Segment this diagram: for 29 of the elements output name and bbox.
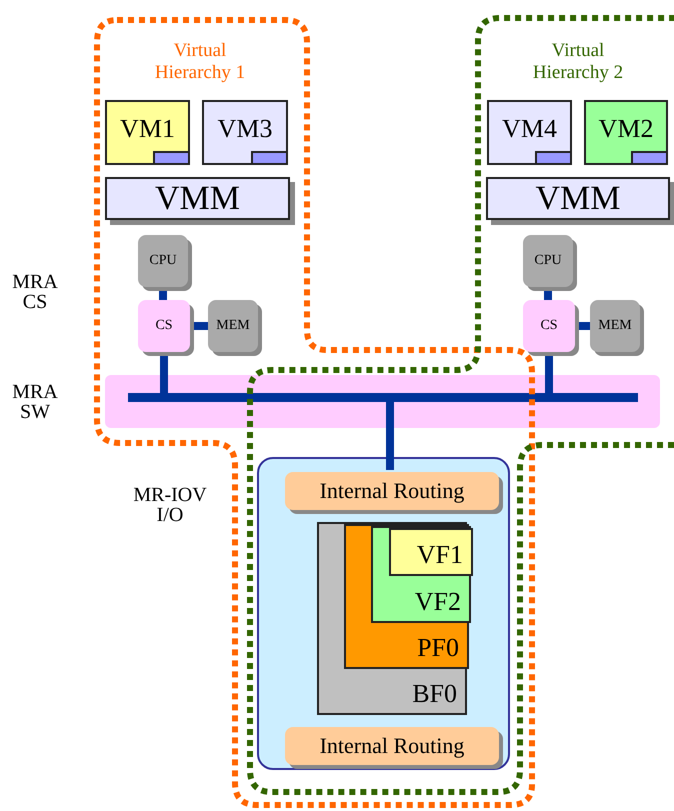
function-label: VF2 — [414, 587, 461, 617]
function-label: PF0 — [417, 633, 459, 663]
chip-box: MEM — [208, 300, 258, 352]
side-label: MRA SW — [11, 382, 59, 422]
routing-box: Internal Routing — [285, 472, 499, 510]
chip-box: CPU — [523, 235, 573, 287]
function-label: VF1 — [416, 540, 463, 570]
cs-box: CS — [523, 300, 575, 352]
io-device-box — [257, 457, 510, 770]
vm-box — [487, 100, 572, 165]
vm-box — [105, 100, 190, 165]
routing-box: Internal Routing — [285, 727, 499, 765]
side-label: MRA CS — [11, 272, 59, 312]
function-box — [371, 526, 471, 623]
side-label: MR-IOV I/O — [132, 485, 208, 525]
switch-band — [105, 375, 660, 428]
vm-label: VM2 — [598, 114, 654, 144]
chip-box: MEM — [590, 300, 640, 352]
vm-label: VM3 — [218, 114, 272, 144]
vm-box — [584, 100, 668, 165]
cs-box: CS — [138, 300, 190, 352]
vm-label: VM1 — [120, 114, 175, 144]
function-box — [389, 528, 473, 576]
function-label: BF0 — [412, 679, 457, 709]
vm-label: VM4 — [502, 114, 557, 144]
chip-box: CPU — [138, 235, 188, 287]
region-title: Virtual Hierarchy 2 — [532, 40, 624, 84]
region-title: Virtual Hierarchy 1 — [154, 40, 246, 84]
vm-box — [202, 100, 288, 165]
